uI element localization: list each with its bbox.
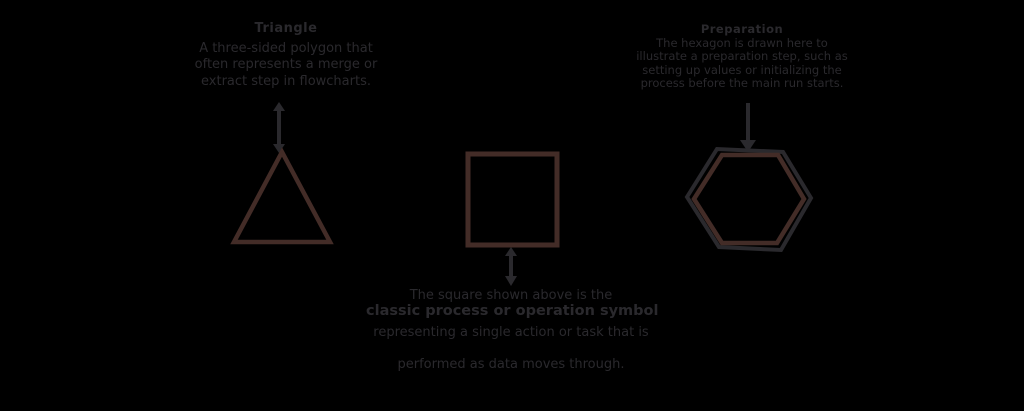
hexagon-shape	[691, 152, 807, 246]
arrowhead-down-icon	[740, 140, 756, 152]
square-annotation: The square shown above is the classic pr…	[366, 288, 659, 373]
triangle-desc-line: A three-sided polygon that	[199, 40, 373, 56]
arrowhead-down-icon	[505, 276, 517, 286]
triangle-desc-line: extract step in flowcharts.	[201, 73, 371, 89]
hexagon-connector-arrow	[740, 103, 756, 152]
triangle-title: Triangle	[254, 21, 318, 36]
square-desc-line: performed as data moves through.	[397, 357, 625, 372]
square-intro-line: The square shown above is the	[409, 288, 613, 303]
arrowhead-up-icon	[505, 247, 517, 256]
hexagon-desc-line: setting up values or initializing the	[642, 62, 842, 77]
triangle-desc-line: often represents a merge or	[194, 57, 378, 72]
arrowhead-down-icon	[273, 144, 285, 153]
hexagon-annotation: Preparation The hexagon is drawn here to…	[622, 22, 862, 91]
hexagon-desc-line: illustrate a preparation step, such as	[636, 49, 848, 63]
hexagon-desc-line: process before the main run starts.	[640, 76, 844, 90]
square-shape	[465, 151, 560, 248]
triangle-annotation: Triangle A three-sided polygon that ofte…	[178, 21, 394, 90]
hexagon-desc-line: The hexagon is drawn here to	[656, 35, 828, 50]
hexagon-title: Preparation	[700, 22, 784, 36]
hexagon-understroke	[684, 146, 814, 253]
arrowhead-up-icon	[273, 102, 285, 111]
square-connector-arrow	[505, 247, 517, 286]
square-title: classic process or operation symbol	[366, 303, 659, 319]
square-desc-line: representing a single action or task tha…	[373, 325, 649, 340]
triangle-shape	[230, 147, 334, 245]
triangle-connector-arrow	[273, 102, 285, 153]
